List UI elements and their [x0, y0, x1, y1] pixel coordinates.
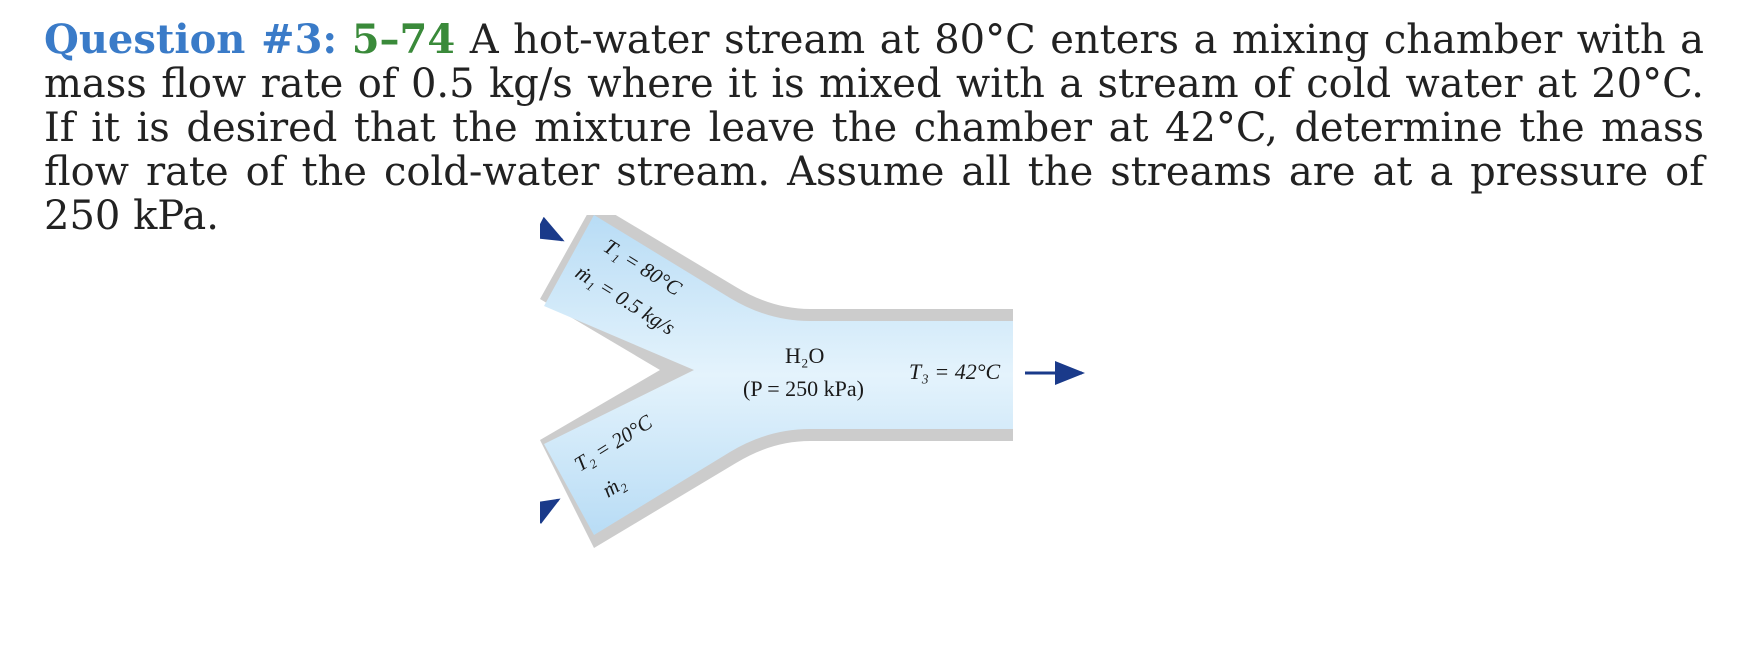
question-text: A hot-water stream at 80°C enters a mixi…: [44, 17, 1705, 239]
question-paragraph: Question #3: 5–74 A hot-water stream at …: [44, 16, 1705, 239]
pressure-label: (P = 250 kPa): [743, 376, 864, 401]
problem-number: 5–74: [351, 16, 456, 63]
question-label: Question #3:: [44, 16, 338, 63]
fluid-label: H₂O: [785, 343, 824, 368]
inlet2-arrow-icon: [540, 498, 561, 525]
inlet1-arrow-icon: [540, 216, 565, 242]
mixing-chamber-diagram: T₁ = 80°C ṁ₁ = 0.5 kg/s T₂ = 20°C ṁ₂ H₂O…: [540, 215, 1085, 548]
outlet-temperature-label: T₃ = 42°C: [909, 359, 1001, 384]
water-flow-region: [544, 215, 1013, 535]
